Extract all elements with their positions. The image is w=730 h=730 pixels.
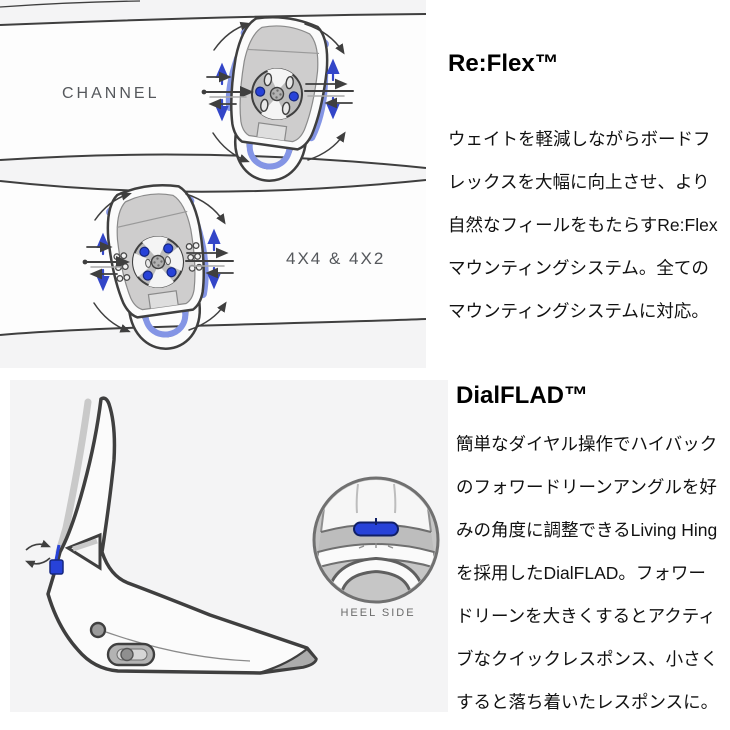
dialflad-title: DialFLAD™: [456, 382, 588, 409]
channel-label: CHANNEL: [62, 85, 160, 102]
binding-baseplate-4x4: [106, 183, 209, 350]
heel-detail-circle: [312, 476, 440, 604]
reflex-illustration-panel: [0, 0, 426, 368]
binding-side-view: [46, 396, 318, 675]
heel-side-label: HEEL SIDE: [340, 607, 416, 619]
rotate-dial-icon: [25, 539, 51, 569]
dial-stem: [54, 544, 61, 561]
base-slider: [106, 642, 156, 667]
dialflad-illustration-panel: [10, 380, 448, 712]
mounting-disc: [251, 68, 303, 120]
adjustment-arrows-4x4: [82, 191, 234, 333]
reflex-text-column: Re:Flex™ ウェイトを軽減しながらボードフレックスを大幅に向上させ、より自…: [448, 50, 720, 333]
reflex-title: Re:Flex™: [448, 50, 559, 77]
heel-rivet: [89, 621, 107, 639]
toe-ramp-tip: [261, 647, 318, 674]
board-mount-illustration: [0, 0, 426, 350]
dialflad-dial: [49, 559, 64, 575]
dialflad-description: 簡単なダイヤル操作でハイバックのフォワードリーンアングルを好みの角度に調整できる…: [456, 434, 719, 712]
adjustment-arrows-channel: [201, 21, 354, 163]
board-section-4x4: [0, 179, 426, 336]
dialflad-text-column: DialFLAD™ 簡単なダイヤル操作でハイバックのフォワードリーンアングルを好…: [456, 382, 720, 724]
mounting-disc: [132, 236, 184, 288]
reflex-description: ウェイトを軽減しながらボードフレックスを大幅に向上させ、より自然なフィールをもた…: [448, 129, 718, 321]
binding-side-illustration: [25, 396, 440, 675]
highback-ghost-outline: [55, 398, 92, 556]
4x4-label: 4X4 & 4X2: [286, 249, 386, 268]
